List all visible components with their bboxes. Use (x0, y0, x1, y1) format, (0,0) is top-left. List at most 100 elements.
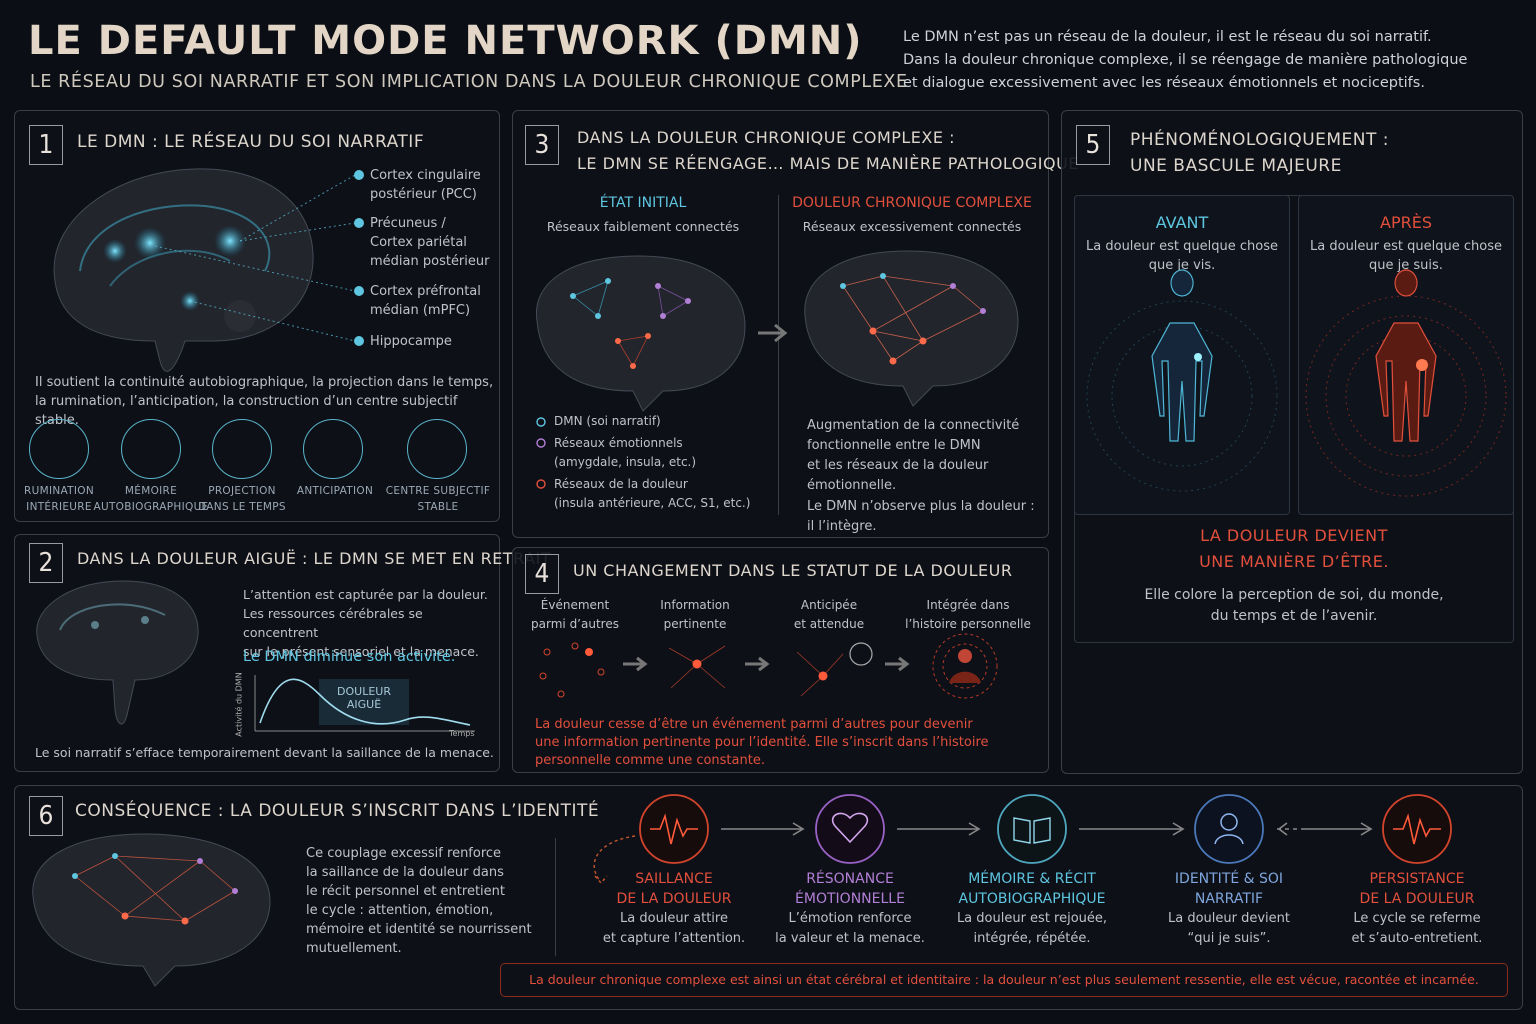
cycle-title-line: MÉMOIRE & RÉCIT (968, 871, 1096, 887)
text-line: La douleur est quelque chose (1310, 239, 1502, 254)
icon-label-line: RUMINATION (24, 485, 94, 497)
legend-line: (amygdale, insula, etc.) (554, 455, 697, 469)
cycle-text-line: la valeur et la menace. (775, 931, 925, 946)
text-line: personnelle comme une constante. (535, 753, 765, 768)
panel-title: UN CHANGEMENT DANS LE STATUT DE LA DOULE… (573, 561, 1013, 580)
icon-label-line: MÉMOIRE (124, 485, 178, 497)
vertical-divider (555, 838, 556, 956)
conclusion-line: UNE MANIÈRE D’ÊTRE. (1199, 552, 1389, 571)
conclusion-text: Elle colore la perception de soi, du mon… (1074, 585, 1514, 627)
cycle-title: PERSISTANCE DE LA DOULEUR (1327, 869, 1507, 909)
step-line: Information (660, 598, 730, 612)
body-silhouettes (1086, 269, 1507, 497)
text-line: du temps et de l’avenir. (1210, 608, 1378, 624)
intro-line: Dans la douleur chronique complexe, il s… (903, 52, 1468, 68)
panel-4-text: La douleur cesse d’être un événement par… (535, 716, 989, 770)
cycle-title-line: PERSISTANCE (1369, 871, 1465, 887)
panel-2: 2 DANS LA DOULEUR AIGUË : LE DMN SE MET … (14, 534, 551, 772)
brain-illustration (53, 168, 364, 372)
brain-networks (32, 833, 271, 987)
title-line: DANS LA DOULEUR CHRONIQUE COMPLEXE : (577, 128, 955, 147)
cycle-text-line: Le cycle se referme (1353, 911, 1481, 926)
chronic-description-2: Le DMN n’observe plus la douleur :il l’i… (807, 497, 1035, 537)
cycle-text-line: et s’auto-entretient. (1351, 931, 1483, 946)
legend-dmn: DMN (soi narratif) (554, 414, 661, 428)
cycle-title-line: DE LA DOULEUR (1359, 891, 1475, 907)
step-label: Information pertinente (637, 596, 753, 634)
panel-3: 3 DANS LA DOULEUR CHRONIQUE COMPLEXE : LE… (512, 110, 1078, 538)
rumination-icon (29, 419, 89, 479)
cycle-title-line: ÉMOTIONNELLE (795, 891, 905, 907)
dmn-activity-curve (254, 675, 475, 732)
text-line: sur le présent sensoriel et la menace. (243, 644, 479, 659)
chart-label: DOULEUR AIGUË (319, 679, 409, 725)
text-line: le récit personnel et entretient (306, 884, 505, 899)
icon-label: CENTRE SUBJECTIF STABLE (382, 483, 494, 515)
cycle-text-line: “qui je suis”. (1187, 931, 1271, 946)
arrow-icon (303, 419, 363, 479)
cycle-text: Le cycle se referme et s’auto-entretient. (1327, 909, 1507, 949)
cycle-text-line: intégrée, répétée. (973, 931, 1091, 946)
legend-line: Réseaux émotionnels (554, 436, 683, 450)
step-line: Anticipée (800, 598, 858, 612)
panel-number: 1 (29, 125, 63, 165)
step-line: l’histoire personnelle (905, 617, 1031, 631)
panel-title: PHÉNOMÉNOLOGIQUEMENT :UNE BASCULE MAJEUR… (1130, 127, 1389, 179)
step-line: Événement (540, 598, 610, 612)
step-line: pertinente (663, 617, 727, 631)
intro-text: Le DMN n’est pas un réseau de la douleur… (903, 26, 1467, 95)
cycle-title-line: SAILLANCE (635, 871, 713, 887)
cycle-title-line: IDENTITÉ & SOI (1174, 871, 1284, 887)
step-label: Anticipée et attendue (771, 596, 887, 634)
label-line: Cortex pariétal (370, 235, 467, 250)
text-line: L’attention est capturée par la douleur. (243, 587, 488, 602)
text-line: fonctionnelle entre le DMN (807, 438, 981, 453)
icon-label-line: STABLE (417, 501, 459, 513)
state-initial-subtitle: Réseaux faiblement connectés (546, 219, 740, 234)
title-line: LE DMN SE RÉENGAGE… MAIS DE MANIÈRE PATH… (577, 154, 1079, 173)
panel-number: 3 (525, 125, 559, 165)
state-chronic-title: DOULEUR CHRONIQUE COMPLEXE (792, 195, 1032, 211)
text-line: Elle colore la perception de soi, du mon… (1144, 587, 1444, 603)
label-hippocampe: Hippocampe (370, 334, 452, 349)
panel-2-text: L’attention est capturée par la douleur.… (243, 585, 499, 661)
person-icon (407, 419, 467, 479)
panel-title: LE DMN : LE RÉSEAU DU SOI NARRATIF (77, 132, 425, 152)
intro-line: Le DMN n’est pas un réseau de la douleur… (903, 29, 1432, 45)
cycle-title-line: DE LA DOULEUR (616, 891, 732, 907)
text-line: Le DMN n’observe plus la douleur : (807, 499, 1035, 514)
brain-networks (535, 250, 1019, 489)
page-title: LE DEFAULT MODE NETWORK (DMN) (28, 18, 863, 64)
label-line: Précuneus / (370, 216, 446, 231)
cycle-text: La douleur devient“qui je suis”. (1139, 909, 1319, 949)
text-line: que je vis. (1148, 258, 1216, 273)
conclusion-line: LA DOULEUR DEVIENT (1200, 526, 1388, 545)
step-line: et attendue (793, 617, 865, 631)
text-line: la saillance de la douleur dans (306, 865, 504, 880)
cycle-text-line: La douleur est rejouée, (956, 911, 1108, 926)
vertical-divider (778, 195, 779, 515)
panel-5: 5 PHÉNOMÉNOLOGIQUEMENT :UNE BASCULE MAJE… (1061, 110, 1523, 774)
text-line: une information pertinente pour l’identi… (535, 735, 989, 750)
text-line: et les réseaux de la douleur (807, 458, 989, 473)
icon-label-line: CENTRE SUBJECTIF (385, 485, 491, 497)
panel-title: DANS LA DOULEUR CHRONIQUE COMPLEXE : LE D… (577, 125, 1079, 177)
legend-line: (insula antérieure, ACC, S1, etc.) (554, 496, 751, 510)
clock-icon (212, 419, 272, 479)
panel-number: 5 (1076, 125, 1110, 165)
